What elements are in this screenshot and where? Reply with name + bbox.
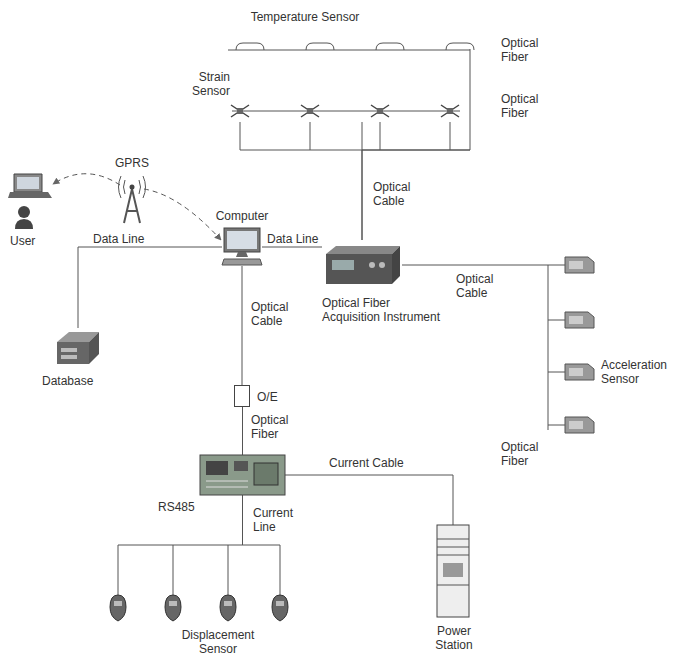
cable-label: Optical Fiber [500,36,548,64]
edge-label: Current Cable [328,456,420,470]
acceleration-sensor-array: Acceleration Sensor [548,255,598,435]
node-label: Strain Sensor [180,70,230,98]
rs485-module-icon [200,455,285,495]
edge-label: Data Line [92,232,150,246]
temperature-sensor-array-icon [228,40,470,58]
displacement-sensor-array-icon [100,545,290,625]
power-station-icon [435,525,471,617]
strain-sensor-array: Strain Sensor [232,100,460,122]
gprs-antenna: GPRS [120,175,144,223]
edge-label: Optical Cable [372,180,420,208]
edge-label: Data Line [266,232,322,246]
node-label: O/E [257,390,287,404]
edge-label: Optical Fiber [250,413,298,441]
computer-icon: Computer [222,228,262,266]
strain-sensor-array-icon [232,100,460,122]
cable-label: Optical Fiber [500,440,548,468]
displacement-sensor-array: Displacement Sensor [100,545,290,625]
cable-label: Optical Fiber [500,92,548,120]
acceleration-sensor-array-icon [548,255,598,435]
cable-connector [362,49,470,240]
user-laptop-icon [8,172,52,230]
cable-connector [242,266,243,385]
edge-label: Optical Cable [455,272,503,300]
database-icon-icon [55,328,101,366]
acquisition-instrument-icon [322,240,402,290]
node-label: GPRS [110,156,154,170]
node-label: Optical Fiber Acquisition Instrument [322,296,442,324]
edge-label: Current Line [252,506,300,534]
user-laptop: User [8,172,52,230]
gprs-antenna-icon [120,175,144,223]
power-station: Power Station [435,525,471,617]
cable-connector [285,475,453,525]
node-label: Power Station [428,624,480,652]
node-label: Displacement Sensor [175,628,261,656]
cable-connector [78,247,222,328]
node-label: RS485 [158,500,208,514]
cable-connector [242,495,243,545]
rs485-module: RS485 [200,455,285,495]
edge-label: Optical Cable [250,300,298,328]
cable-connector [362,122,363,240]
wireless-link [53,174,120,185]
computer-icon-icon [222,228,262,266]
strain-drop-wires [240,122,470,150]
node-label: User [10,234,50,248]
cable-connector [262,247,322,248]
node-label: Computer [210,209,274,223]
node-label: Database [42,374,112,388]
node-label: Acceleration Sensor [601,358,671,386]
database-icon: Database [55,328,101,366]
node-label: Temperature Sensor [245,10,365,24]
wireless-link [144,189,221,240]
cable-connector [402,265,548,266]
cable-connector [242,407,243,455]
temperature-sensor-array: Temperature Sensor [228,40,470,58]
oe-converter: O/E [234,385,250,407]
acquisition-instrument: Optical Fiber Acquisition Instrument [322,240,402,290]
